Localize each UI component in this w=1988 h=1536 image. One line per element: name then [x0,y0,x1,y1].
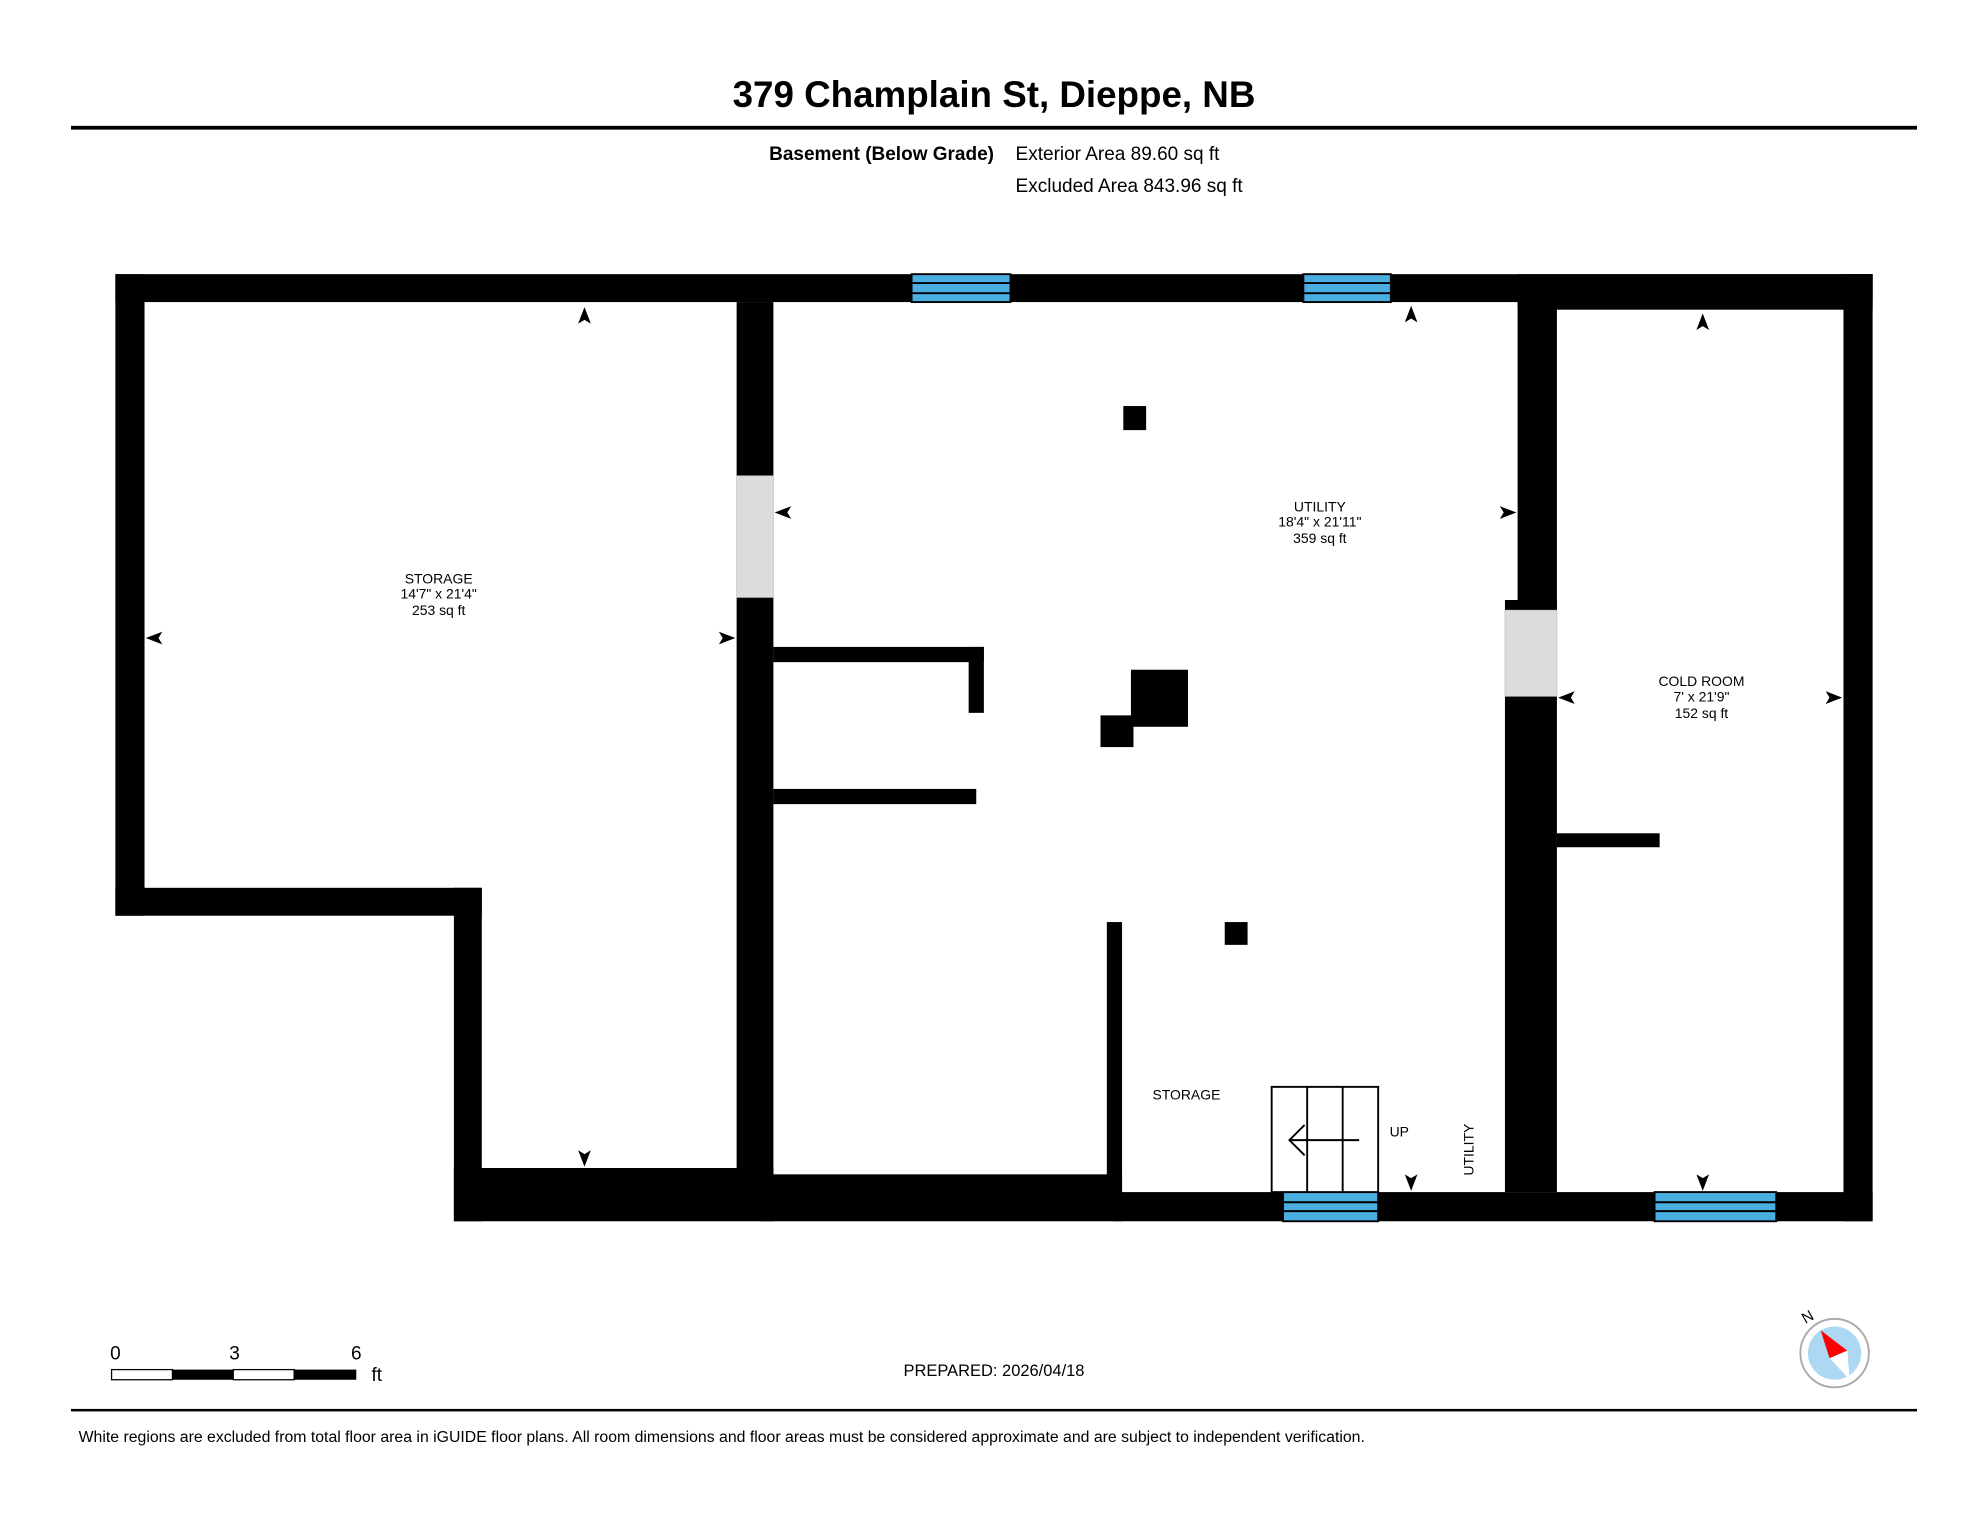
room-name: COLD ROOM [1658,673,1744,689]
door-utility-coldroom [1504,609,1558,697]
up-label: UP [1390,1123,1409,1139]
scale-bar: 0 3 6 ft [110,1343,383,1386]
utility-label: UTILITY [1460,1124,1476,1176]
room-cold-room: COLD ROOM 7' x 21'9" 152 sq ft [1658,673,1744,721]
room-area: 152 sq ft [1675,705,1729,721]
door-storage-utility [736,475,774,598]
room-area: 253 sq ft [412,602,466,618]
scale-tick: 3 [229,1343,240,1364]
room-dimensions: 14'7" x 21'4" [400,586,476,602]
prepared-date: PREPARED: 2026/04/18 [904,1362,1085,1380]
excluded-area: Excluded Area 843.96 sq ft [1016,176,1244,197]
header-divider [71,125,1917,130]
stairs [1270,1085,1380,1194]
windows [910,273,1778,1223]
scale-tick: 0 [110,1343,121,1364]
storage-label: STORAGE [1152,1087,1220,1103]
window [910,273,1012,304]
columns [1100,406,1248,945]
doors [736,475,1558,697]
room-dimensions: 18'4" x 21'11" [1278,513,1361,529]
compass-icon: N [1799,1307,1870,1389]
window [1282,1191,1380,1223]
window [1653,1191,1778,1223]
window [1302,273,1392,304]
dimension-markers [145,305,1843,1191]
disclaimer: White regions are excluded from total fl… [79,1429,1365,1446]
scale-tick: 6 [351,1343,362,1364]
page-title: 379 Champlain St, Dieppe, NB [733,74,1256,115]
walls [115,274,1873,1222]
footer-divider [71,1408,1917,1412]
room-utility: UTILITY 18'4" x 21'11" 359 sq ft [1278,498,1361,546]
room-dimensions: 7' x 21'9" [1673,688,1729,704]
exterior-area: Exterior Area 89.60 sq ft [1016,144,1221,165]
compass-north: N [1799,1307,1817,1327]
room-storage: STORAGE 14'7" x 21'4" 253 sq ft [400,571,476,619]
room-area: 359 sq ft [1293,530,1347,546]
scale-unit: ft [371,1365,382,1386]
room-name: UTILITY [1294,498,1346,514]
level-label: Basement (Below Grade) [769,144,994,165]
room-name: STORAGE [405,571,473,587]
